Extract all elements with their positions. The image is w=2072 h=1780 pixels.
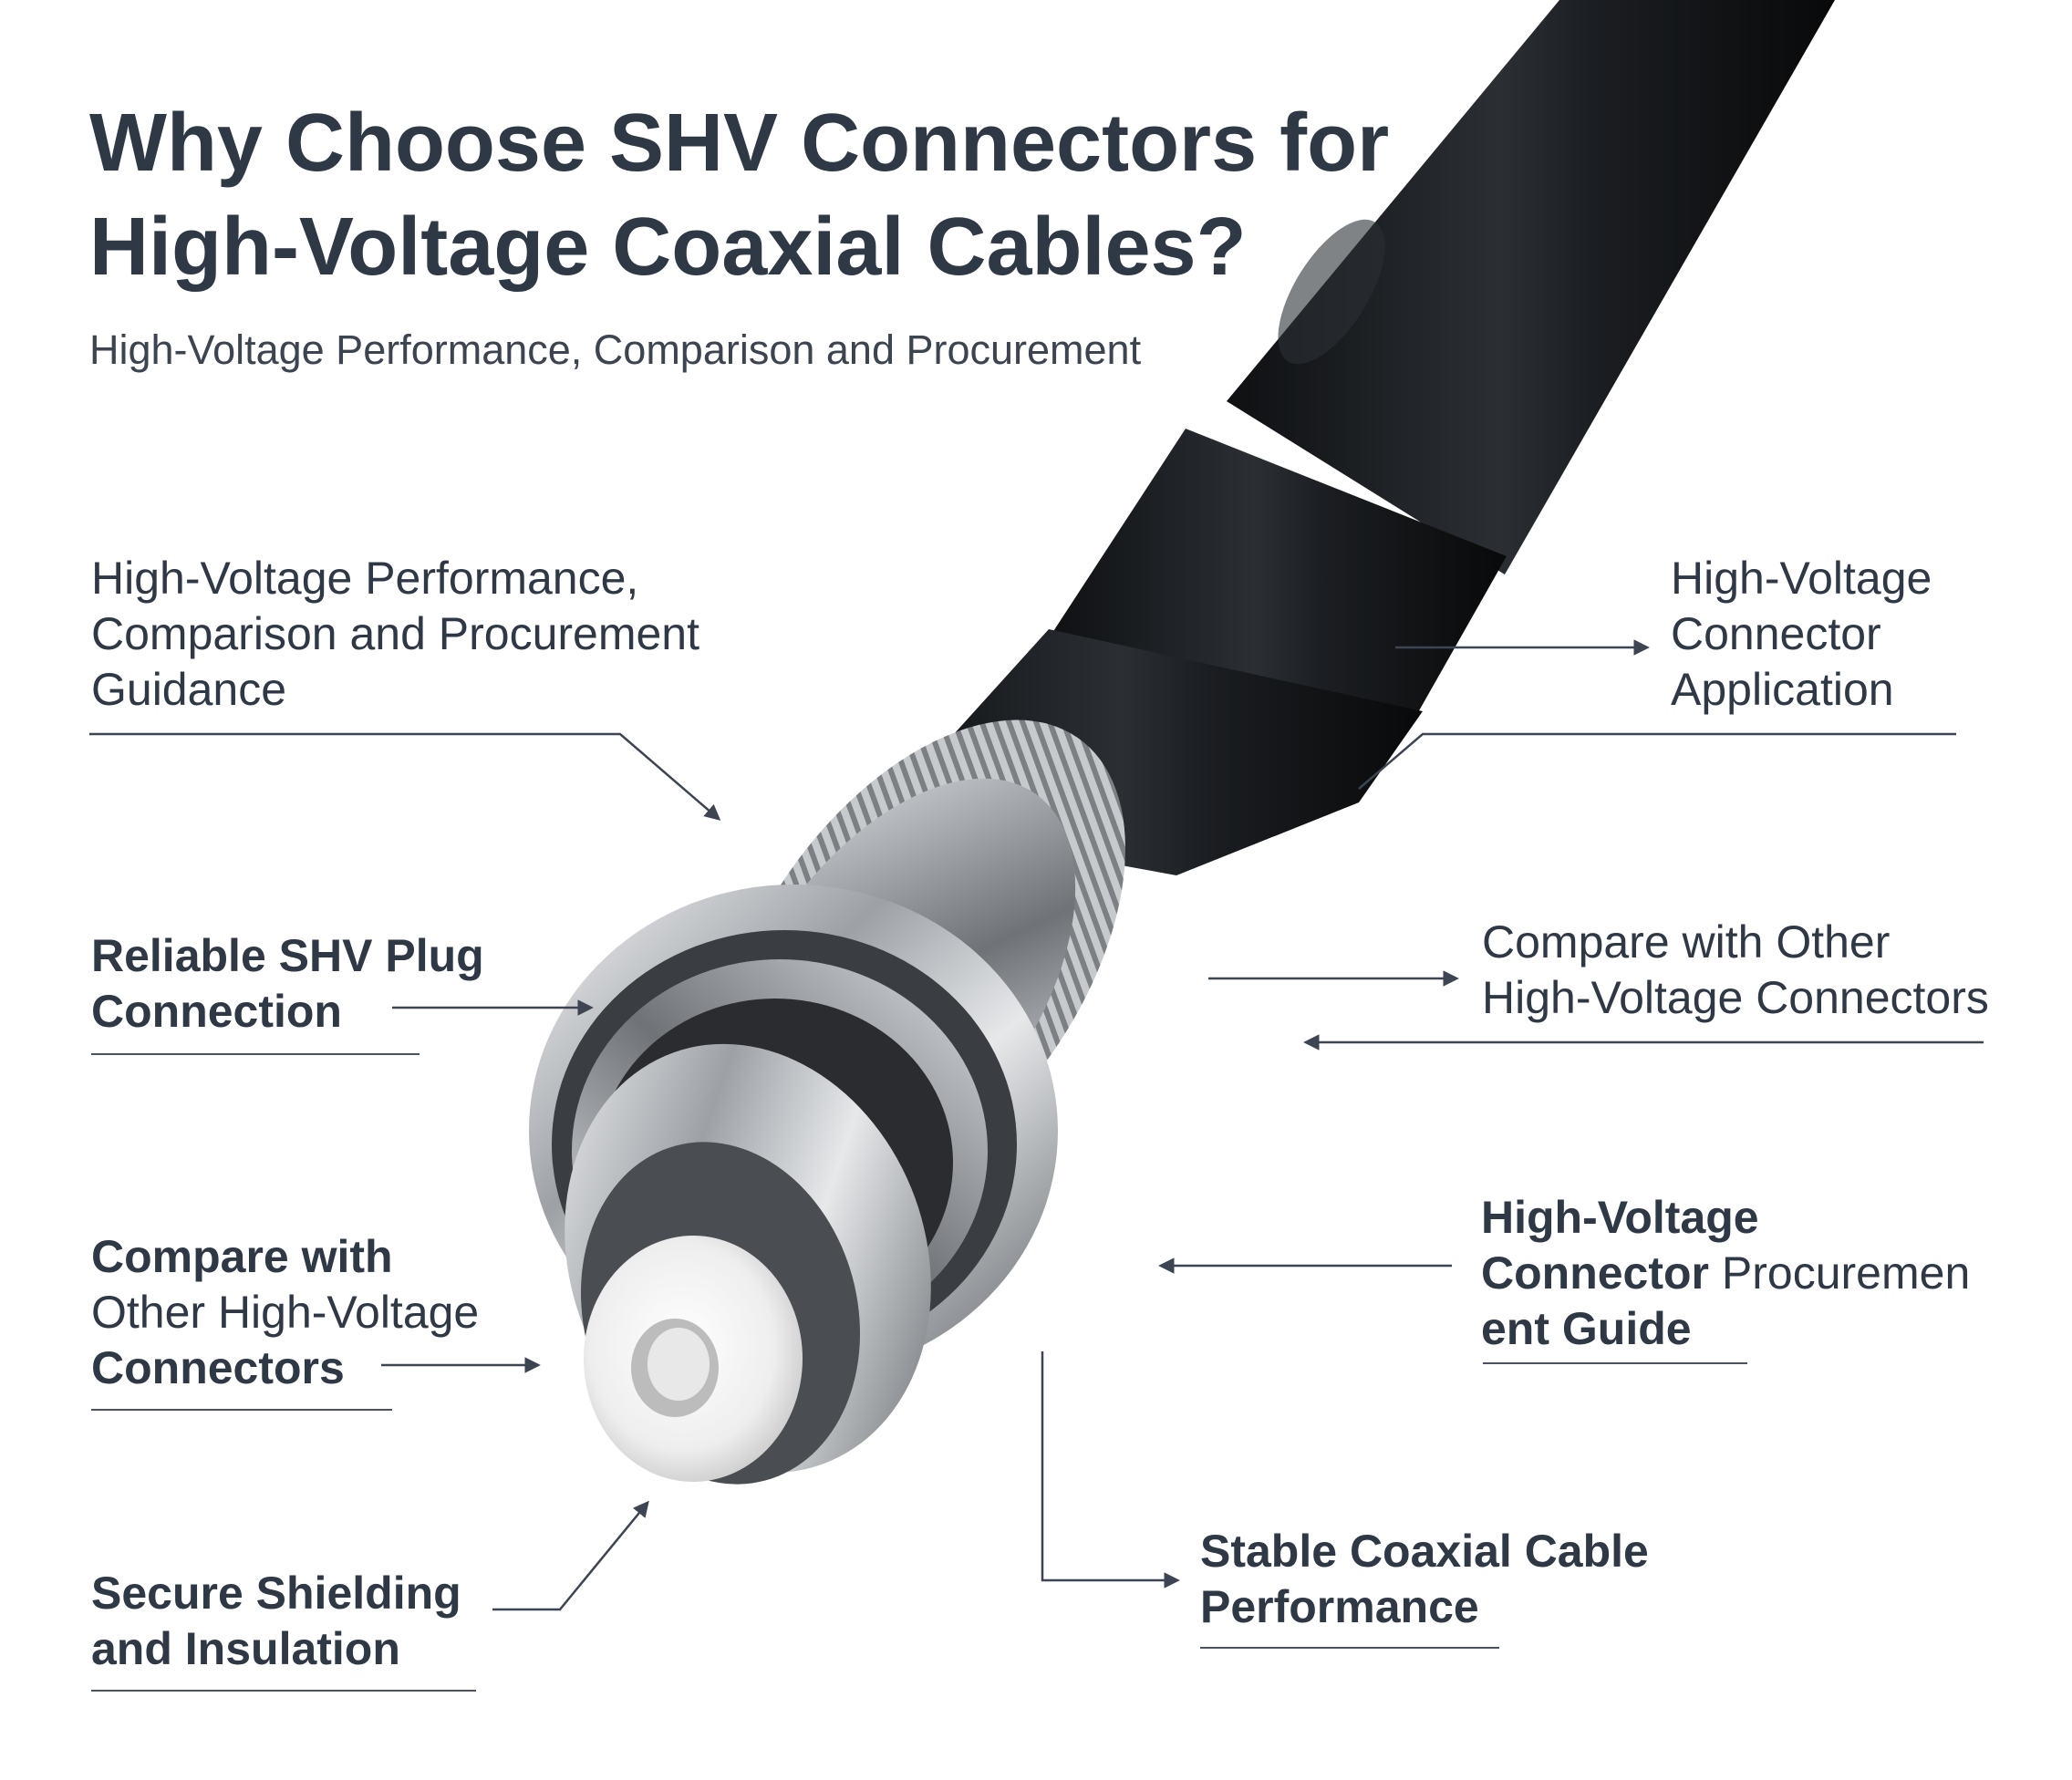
callout-underline — [91, 1409, 392, 1411]
callout-performance-guidance: High-Voltage Performance, Comparison and… — [91, 551, 699, 718]
callout-line: and Insulation — [91, 1623, 400, 1674]
callout-shielding-insulation: Secure Shielding and Insulation — [91, 1566, 461, 1677]
callout-line: Procuremen — [1721, 1247, 1971, 1299]
callout-line: ent Guide — [1481, 1303, 1692, 1354]
callout-connector-application: High-Voltage Connector Application — [1671, 551, 1932, 718]
subtitle: High-Voltage Performance, Comparison and… — [89, 326, 1142, 373]
callout-underline — [1483, 1362, 1747, 1364]
callout-line: High-Voltage Connectors — [1482, 972, 1989, 1023]
title-line-1: Why Choose SHV Connectors for — [89, 98, 1390, 189]
callout-line: Reliable SHV Plug — [91, 930, 484, 981]
callout-line: Performance — [1200, 1581, 1479, 1632]
callout-line: High-Voltage Performance, — [91, 553, 639, 604]
callout-line: Compare with Other — [1482, 916, 1891, 968]
callout-line: Guidance — [91, 664, 287, 715]
callout-underline — [91, 1053, 420, 1055]
title-line-2: High-Voltage Coaxial Cables? — [89, 202, 1247, 293]
callout-line: Application — [1671, 664, 1894, 715]
callout-line: Connector — [1481, 1247, 1709, 1299]
callout-line: Connector — [1671, 608, 1881, 659]
callout-line: Connectors — [91, 1342, 345, 1393]
leader-lines — [89, 639, 1984, 1611]
callout-line: Compare with — [91, 1231, 393, 1282]
callout-line: Other High-Voltage — [91, 1287, 480, 1338]
callout-line: High-Voltage — [1481, 1192, 1759, 1243]
callout-reliable-plug: Reliable SHV Plug Connection — [91, 928, 484, 1040]
coaxial-cable — [875, 0, 1835, 875]
callout-line: High-Voltage — [1671, 553, 1932, 604]
page-title: Why Choose SHV Connectors for High-Volta… — [89, 91, 1457, 299]
callout-procurement-guide: High-Voltage Connector Procuremen ent Gu… — [1481, 1190, 1970, 1357]
insulator — [584, 1236, 803, 1482]
callout-line: Connection — [91, 986, 342, 1037]
callout-compare-right: Compare with Other High-Voltage Connecto… — [1482, 915, 1989, 1026]
callout-compare-left: Compare with Other High-Voltage Connecto… — [91, 1229, 479, 1396]
callout-underline — [91, 1690, 476, 1692]
callout-line: Secure Shielding — [91, 1568, 461, 1619]
callout-line: Comparison and Procurement — [91, 608, 699, 659]
callout-line: Stable Coaxial Cable — [1200, 1526, 1649, 1577]
callout-underline — [1200, 1647, 1499, 1649]
callout-stable-performance: Stable Coaxial Cable Performance — [1200, 1524, 1649, 1635]
